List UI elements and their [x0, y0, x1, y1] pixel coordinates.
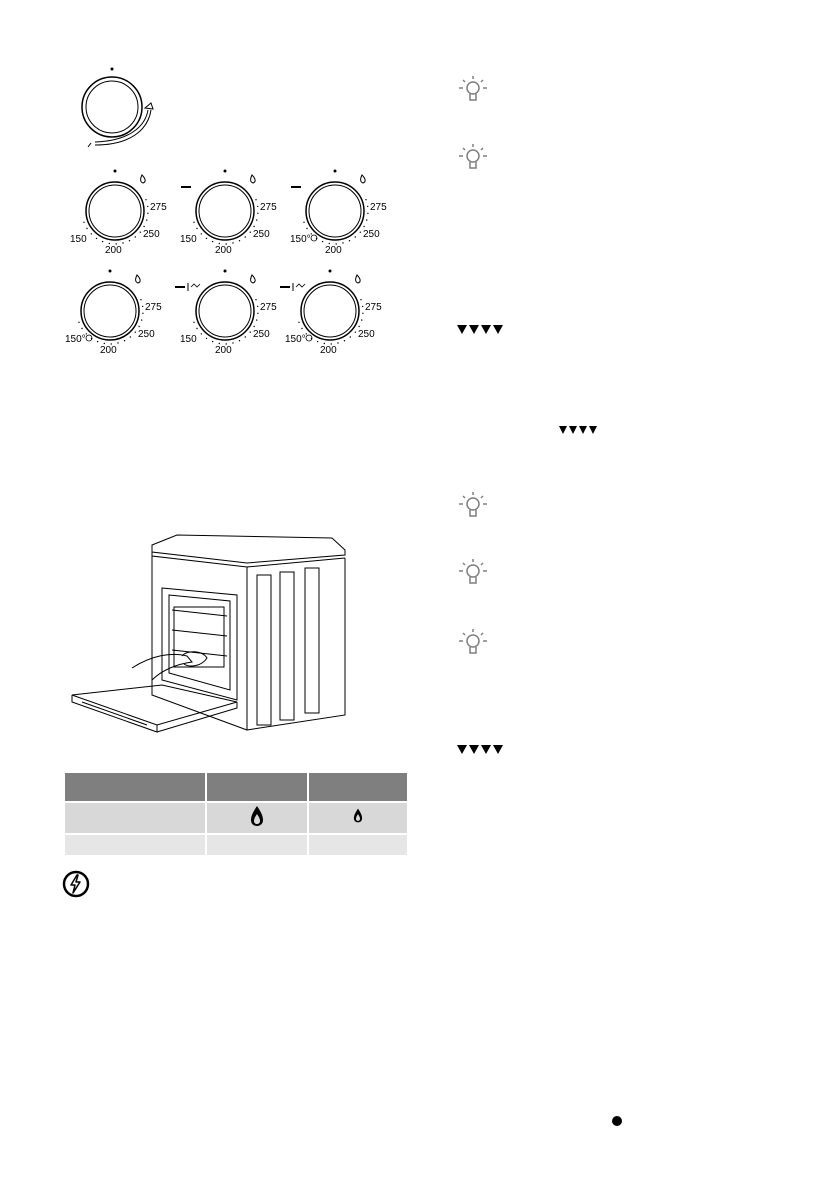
dial-label-150: 150°	[65, 334, 86, 345]
dial-label-250: 250	[358, 329, 375, 340]
bullet-dot	[612, 1116, 622, 1126]
dial-label-200: 200	[320, 345, 337, 356]
table-header-row	[63, 771, 409, 803]
dial-label-250: 250	[253, 329, 270, 340]
electric-warning-icon	[62, 870, 90, 898]
dial-label-250: 250	[363, 229, 380, 240]
temperature-dial: 275 250 200 150°	[65, 269, 162, 356]
triangle-row-icon	[457, 745, 503, 754]
flame-large-icon	[251, 805, 263, 826]
dial-label-250: 250	[143, 229, 160, 240]
dial-label-275: 275	[145, 302, 162, 313]
dial-label-275: 275	[365, 302, 382, 313]
table-row	[63, 833, 409, 857]
lightbulb-icon	[459, 492, 487, 517]
table-cell	[63, 833, 207, 857]
dial-label-200: 200	[215, 345, 232, 356]
temperature-dial: 275 250 200 150°	[280, 269, 382, 356]
temperature-dial: 275 250 200 150	[70, 169, 167, 256]
table-cell	[307, 833, 409, 857]
dial-label-200: 200	[100, 345, 117, 356]
table-header-cell	[205, 771, 309, 803]
lightbulb-icon	[459, 559, 487, 584]
table-cell	[307, 801, 409, 835]
dial-label-150: 150	[180, 234, 197, 245]
oven-illustration	[71, 534, 346, 733]
dial-label-250: 250	[138, 329, 155, 340]
dial-label-150: 150	[70, 234, 87, 245]
dial-label-275: 275	[370, 202, 387, 213]
lightbulb-icon	[459, 144, 487, 169]
dial-label-200: 200	[325, 245, 342, 256]
dial-label-150: 150°	[290, 234, 311, 245]
temperature-dial: 275 250 200 150°	[290, 169, 387, 256]
triangle-row-icon	[559, 426, 597, 434]
dial-label-275: 275	[260, 302, 277, 313]
flame-small-icon	[353, 808, 363, 823]
dial-label-275: 275	[260, 202, 277, 213]
dial-label-275: 275	[150, 202, 167, 213]
dial-label-250: 250	[253, 229, 270, 240]
temperature-dial: 275 250 200 150	[180, 169, 277, 256]
table-cell	[63, 801, 207, 835]
fan-icon	[305, 334, 313, 342]
lightbulb-icon	[459, 76, 487, 101]
table-header-cell	[63, 771, 207, 803]
temperature-dial: 275 250 200 150	[175, 269, 277, 356]
gas-flame-table	[63, 771, 409, 857]
dial-label-150: 150°	[285, 334, 306, 345]
fan-icon	[85, 334, 93, 342]
table-row	[63, 801, 409, 835]
table-cell	[205, 801, 309, 835]
control-knob-diagram	[81, 67, 154, 148]
table-header-cell	[307, 771, 409, 803]
triangle-row-icon	[457, 325, 503, 334]
dial-label-200: 200	[105, 245, 122, 256]
dial-label-150: 150	[180, 334, 197, 345]
table-cell	[205, 833, 309, 857]
lightbulb-icon	[459, 629, 487, 654]
fan-icon	[310, 234, 318, 242]
dial-label-200: 200	[215, 245, 232, 256]
